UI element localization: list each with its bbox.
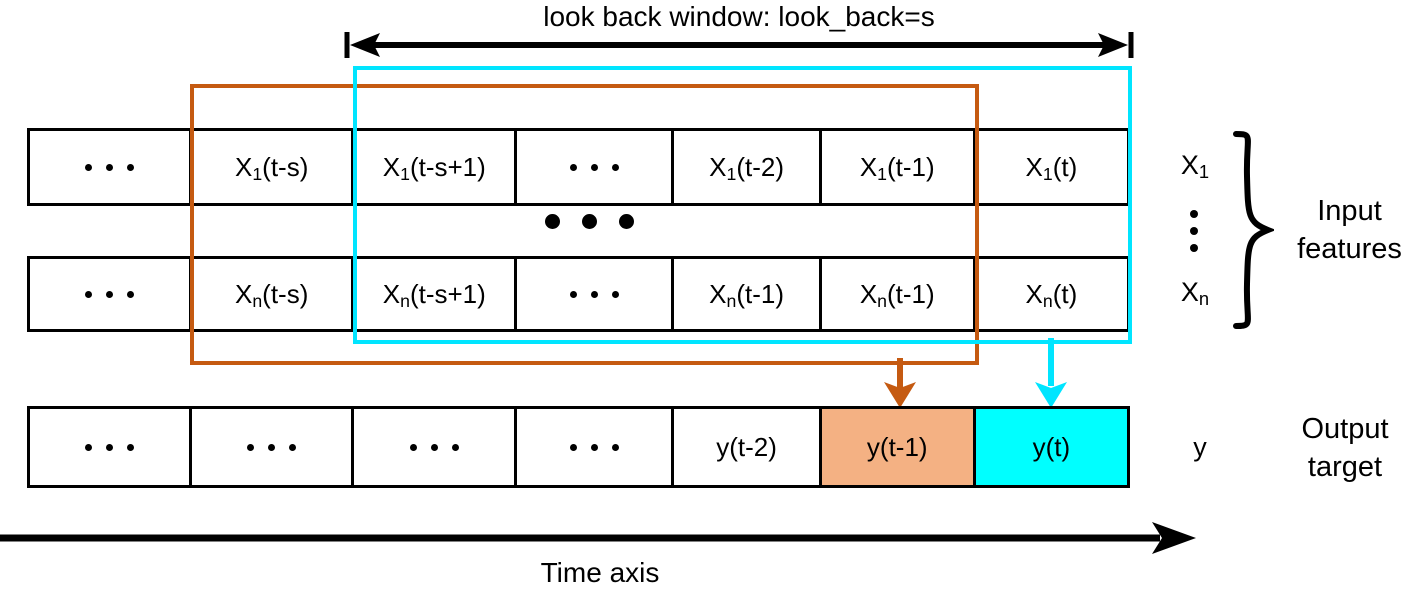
cell-y-t: y(t)	[975, 409, 1127, 485]
cell-y-t-minus-1-label: y(t-1)	[866, 431, 928, 462]
input-features-line-1: Input	[1317, 195, 1382, 227]
cell-xn-t-minus-s-plus-1: Xn(t-s+1)	[354, 259, 518, 329]
cell-y-ellipsis-4	[517, 409, 675, 485]
horizontal-ellipsis-icon	[247, 443, 297, 451]
time-axis-label: Time axis	[540, 557, 660, 588]
orange-connector-arrow-icon	[884, 358, 916, 408]
cell-x1-ellipsis-left	[30, 131, 193, 203]
feature-row-xn: Xn(t-s) Xn(t-s+1) Xn(t-1) Xn(t-1) Xn(t)	[27, 256, 1130, 332]
cell-xn-ellipsis-left	[30, 259, 193, 329]
lookback-span-arrow-icon	[344, 32, 1134, 58]
cell-x1-t-minus-s: X1(t-s)	[192, 131, 355, 203]
cell-xn-t-minus-1-b: Xn(t-1)	[822, 259, 976, 329]
horizontal-ellipsis-icon	[85, 163, 135, 171]
horizontal-ellipsis-icon	[409, 443, 459, 451]
cell-y-ellipsis-3	[354, 409, 518, 485]
side-label-y: y	[1180, 432, 1220, 463]
input-features-label: Input features	[1282, 192, 1417, 268]
side-vertical-ellipsis-icon	[1190, 210, 1198, 252]
horizontal-ellipsis-icon	[569, 290, 619, 298]
cell-x1-t-minus-s-plus-1: X1(t-s+1)	[354, 131, 518, 203]
cell-y-ellipsis-1	[30, 409, 193, 485]
horizontal-ellipsis-icon	[569, 163, 619, 171]
feature-row-x1: X1(t-s) X1(t-s+1) X1(t-2) X1(t-1) X1(t)	[27, 128, 1130, 206]
cell-x1-t: X1(t)	[1025, 151, 1078, 184]
cell-x1-ellipsis-mid	[517, 131, 675, 203]
cell-y-t-label: y(t)	[1032, 431, 1071, 462]
cell-xn-t-minus-1-a: Xn(t-1)	[674, 259, 822, 329]
cell-x1-t-minus-2: X1(t-2)	[674, 131, 822, 203]
cell-x1-t-minus-1: X1(t-1)	[822, 131, 976, 203]
lookback-window-title: look back window: look_back=s	[543, 1, 935, 32]
output-target-line-1: Output	[1301, 413, 1389, 445]
cell-xn-t: Xn(t)	[1025, 278, 1078, 311]
input-features-brace-icon	[1233, 131, 1274, 329]
cell-y-t-minus-2: y(t-2)	[674, 409, 822, 485]
cyan-connector-arrow-icon	[1035, 338, 1067, 408]
cell-y-ellipsis-2	[192, 409, 355, 485]
side-label-y-text: y	[1193, 432, 1207, 462]
side-label-xn: Xn	[1180, 277, 1210, 310]
cell-xn-ellipsis-mid	[517, 259, 675, 329]
horizontal-ellipsis-icon	[85, 290, 135, 298]
horizontal-ellipsis-icon	[85, 443, 135, 451]
feature-rows-ellipsis-icon	[545, 214, 634, 229]
horizontal-ellipsis-icon	[569, 443, 619, 451]
input-features-line-2: features	[1297, 233, 1402, 265]
time-axis-arrow-icon	[0, 522, 1196, 554]
side-label-x1: X1	[1180, 150, 1210, 183]
output-target-label: Output target	[1272, 410, 1418, 486]
cell-xn-t-minus-s: Xn(t-s)	[192, 259, 355, 329]
cell-y-t-minus-2-label: y(t-2)	[716, 431, 777, 462]
cell-y-t-minus-1: y(t-1)	[821, 409, 976, 485]
output-target-row: y(t-2) y(t-1) y(t)	[27, 406, 1130, 488]
output-target-line-2: target	[1307, 451, 1383, 483]
